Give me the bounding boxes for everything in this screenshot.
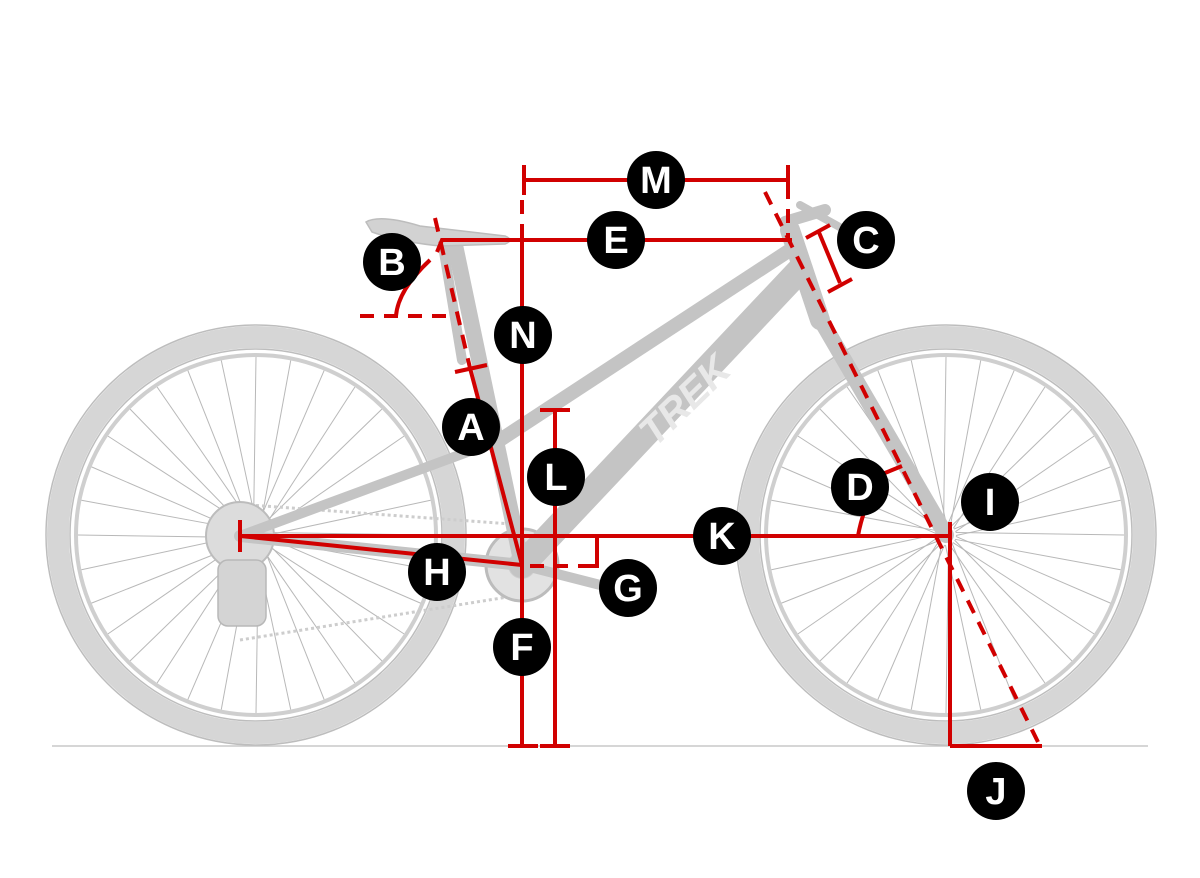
spoke: [256, 370, 325, 526]
spoke: [846, 541, 939, 684]
spoke: [264, 539, 383, 662]
badge-j: J: [967, 762, 1025, 820]
badge-c: C: [837, 211, 895, 269]
svg-text:M: M: [640, 160, 672, 202]
svg-text:F: F: [510, 627, 533, 669]
svg-text:J: J: [985, 771, 1006, 813]
spoke: [258, 544, 356, 684]
measure-e-line: [435, 238, 792, 253]
svg-text:G: G: [613, 568, 643, 610]
spoke: [952, 542, 1095, 635]
spoke: [220, 360, 258, 526]
spoke: [954, 538, 1121, 571]
spoke: [943, 356, 947, 526]
seatstay: [235, 435, 505, 541]
measure-c-line: [816, 229, 842, 284]
badge-b: B: [363, 233, 421, 291]
svg-text:E: E: [603, 220, 628, 262]
rear-derailleur: [217, 559, 267, 627]
fork: [807, 302, 954, 543]
svg-text:C: C: [852, 220, 879, 262]
measure-c-cap-bottom: [827, 277, 853, 294]
svg-text:A: A: [457, 407, 484, 449]
spoke: [910, 360, 948, 526]
spoke: [187, 370, 251, 528]
spoke: [261, 542, 325, 700]
measure-b-arc: [394, 258, 432, 317]
spoke: [259, 360, 292, 527]
spoke: [781, 540, 939, 604]
badge-i: I: [961, 473, 1019, 531]
measure-h-line: [239, 534, 523, 567]
badge-d: D: [831, 458, 889, 516]
badge-a: A: [442, 398, 500, 456]
svg-text:B: B: [378, 242, 405, 284]
spoke: [263, 386, 356, 529]
badge-g: G: [599, 559, 657, 617]
spoke: [877, 544, 946, 700]
badge-f: F: [493, 618, 551, 676]
svg-text:N: N: [509, 315, 536, 357]
badge-m: M: [627, 151, 685, 209]
spoke: [955, 532, 1125, 536]
measure-c-cap-top: [805, 223, 831, 240]
spoke: [771, 533, 937, 571]
badge-e: E: [587, 211, 645, 269]
measure-a-cap: [454, 363, 488, 374]
spoke: [946, 370, 1015, 526]
handlebar: [796, 201, 849, 234]
crank-arm: [517, 560, 617, 593]
seat-tube-axis-dashed: [433, 217, 472, 369]
badge-l: L: [527, 448, 585, 506]
svg-text:L: L: [544, 457, 567, 499]
spoke: [771, 499, 938, 532]
down-tube: [509, 257, 813, 578]
measure-g-bracket: [580, 534, 599, 568]
svg-text:D: D: [846, 467, 873, 509]
spoke: [948, 544, 1046, 684]
spoke: [265, 535, 421, 604]
seatpost: [437, 235, 467, 365]
spoke: [949, 360, 982, 527]
chain: [249, 503, 526, 527]
spoke: [797, 537, 937, 635]
spoke: [910, 543, 943, 710]
svg-text:I: I: [985, 482, 996, 524]
badge-n: N: [494, 306, 552, 364]
badge-h: H: [408, 543, 466, 601]
steering-axis-dashed: [763, 191, 1042, 747]
spoke: [954, 539, 1073, 662]
svg-text:K: K: [708, 516, 736, 558]
spoke: [265, 499, 431, 537]
spoke: [262, 542, 405, 635]
chain-lower: [239, 593, 521, 642]
svg-text:H: H: [423, 552, 450, 594]
spoke: [253, 356, 257, 526]
spoke: [819, 543, 942, 662]
spoke: [955, 535, 1111, 604]
badge-k: K: [693, 507, 751, 565]
